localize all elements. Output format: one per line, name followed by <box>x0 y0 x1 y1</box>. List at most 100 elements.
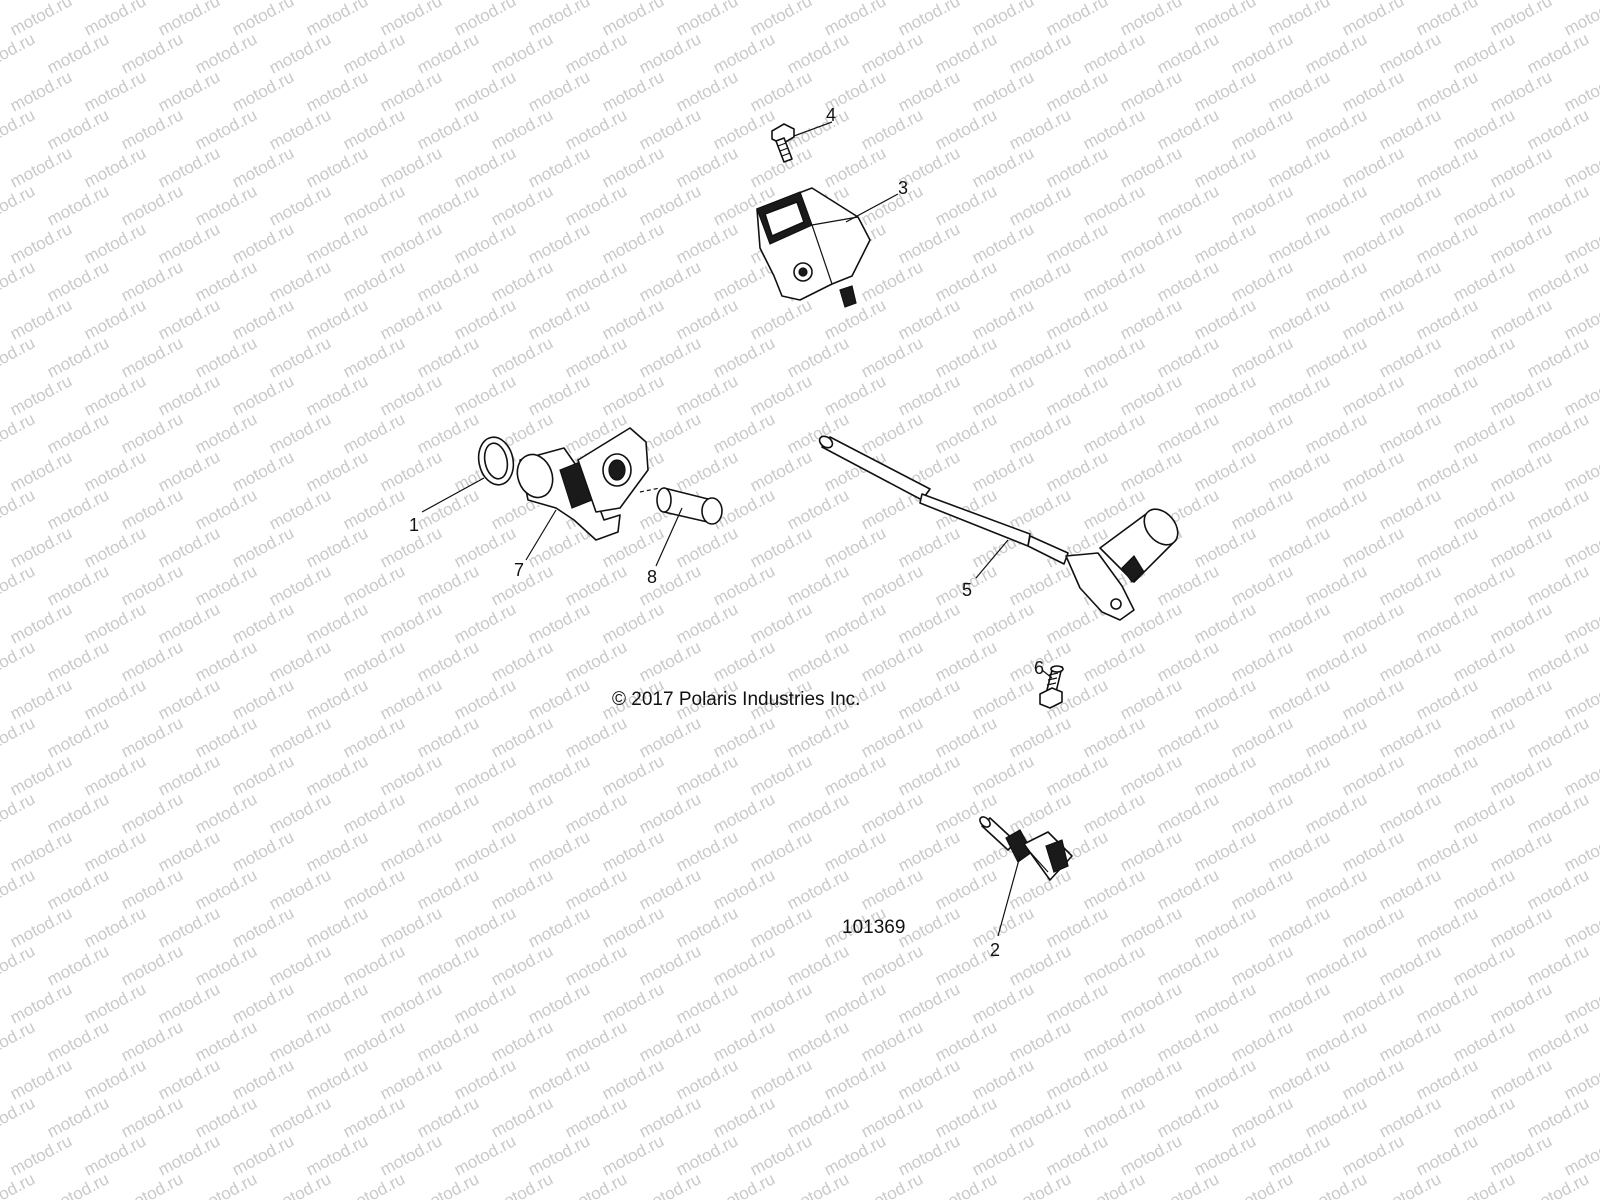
watermark-text: motod.ru <box>1191 599 1259 647</box>
watermark-text: motod.ru <box>1228 561 1296 609</box>
watermark-text: motod.ru <box>1043 219 1111 267</box>
watermark-text: motod.ru <box>1080 409 1148 457</box>
watermark-text: motod.ru <box>414 1017 482 1065</box>
watermark-text: motod.ru <box>1228 1093 1296 1141</box>
watermark-text: motod.ru <box>525 1055 593 1103</box>
watermark-text: motod.ru <box>710 941 778 989</box>
watermark-text: motod.ru <box>340 1093 408 1141</box>
watermark-text: motod.ru <box>266 789 334 837</box>
watermark-text: motod.ru <box>1006 941 1074 989</box>
watermark-text: motod.ru <box>488 865 556 913</box>
watermark-text: motod.ru <box>636 1169 704 1200</box>
watermark-text: motod.ru <box>1117 675 1185 723</box>
watermark-text: motod.ru <box>303 447 371 495</box>
watermark-text: motod.ru <box>266 713 334 761</box>
watermark-text: motod.ru <box>451 751 519 799</box>
watermark-text: motod.ru <box>0 1093 38 1141</box>
watermark-text: motod.ru <box>821 0 889 40</box>
watermark-text: motod.ru <box>1339 371 1407 419</box>
watermark-text: motod.ru <box>81 219 149 267</box>
watermark-text: motod.ru <box>229 979 297 1027</box>
watermark-text: motod.ru <box>488 257 556 305</box>
watermark-text: motod.ru <box>1043 447 1111 495</box>
watermark-text: motod.ru <box>0 333 38 381</box>
watermark-text: motod.ru <box>1450 789 1518 837</box>
watermark-text: motod.ru <box>340 485 408 533</box>
watermark-text: motod.ru <box>155 523 223 571</box>
watermark-text: motod.ru <box>1524 789 1592 837</box>
watermark-text: motod.ru <box>673 67 741 115</box>
watermark-text: motod.ru <box>414 409 482 457</box>
watermark-text: motod.ru <box>1006 181 1074 229</box>
part-4-bolt <box>771 123 795 163</box>
watermark-text: motod.ru <box>784 1017 852 1065</box>
watermark-text: motod.ru <box>118 789 186 837</box>
watermark-text: motod.ru <box>377 447 445 495</box>
watermark-text: motod.ru <box>1154 1169 1222 1200</box>
watermark-text: motod.ru <box>0 865 38 913</box>
watermark-text: motod.ru <box>0 257 38 305</box>
watermark-text: motod.ru <box>1265 1055 1333 1103</box>
watermark-text: motod.ru <box>1302 333 1370 381</box>
watermark-text: motod.ru <box>44 865 112 913</box>
watermark-text: motod.ru <box>488 1093 556 1141</box>
watermark-text: motod.ru <box>1524 941 1592 989</box>
watermark-text: motod.ru <box>710 1017 778 1065</box>
watermark-text: motod.ru <box>1228 485 1296 533</box>
watermark-text: motod.ru <box>969 295 1037 343</box>
watermark-text: motod.ru <box>932 713 1000 761</box>
part-6-bolt <box>1039 665 1064 709</box>
watermark-text: motod.ru <box>118 485 186 533</box>
watermark-text: motod.ru <box>0 447 1 495</box>
watermark-text: motod.ru <box>414 1093 482 1141</box>
watermark-text: motod.ru <box>747 751 815 799</box>
watermark-text: motod.ru <box>1043 1055 1111 1103</box>
watermark-text: motod.ru <box>451 979 519 1027</box>
watermark-text: motod.ru <box>1376 181 1444 229</box>
watermark-text: motod.ru <box>229 599 297 647</box>
watermark-text: motod.ru <box>7 219 75 267</box>
watermark-text: motod.ru <box>155 371 223 419</box>
watermark-text: motod.ru <box>1413 371 1481 419</box>
watermark-text: motod.ru <box>266 865 334 913</box>
watermark-text: motod.ru <box>1117 219 1185 267</box>
watermark-text: motod.ru <box>155 67 223 115</box>
watermark-text: motod.ru <box>1154 409 1222 457</box>
watermark-text: motod.ru <box>710 333 778 381</box>
part-5-speed-sensor <box>818 435 1179 621</box>
watermark-text: motod.ru <box>81 295 149 343</box>
leader-3 <box>845 193 899 223</box>
watermark-text: motod.ru <box>673 295 741 343</box>
watermark-text: motod.ru <box>1043 979 1111 1027</box>
watermark-text: motod.ru <box>118 865 186 913</box>
watermark-text: motod.ru <box>1191 371 1259 419</box>
watermark-text: motod.ru <box>1524 105 1592 153</box>
watermark-text: motod.ru <box>0 105 38 153</box>
watermark-text: motod.ru <box>1302 181 1370 229</box>
watermark-text: motod.ru <box>1154 1017 1222 1065</box>
watermark-text: motod.ru <box>0 637 38 685</box>
watermark-text: motod.ru <box>1339 599 1407 647</box>
watermark-text: motod.ru <box>1117 1055 1185 1103</box>
watermark-text: motod.ru <box>1413 67 1481 115</box>
watermark-text: motod.ru <box>488 181 556 229</box>
watermark-text: motod.ru <box>1080 1169 1148 1200</box>
watermark-text: motod.ru <box>414 713 482 761</box>
watermark-text: motod.ru <box>414 333 482 381</box>
watermark-text: motod.ru <box>1450 333 1518 381</box>
watermark-text: motod.ru <box>1265 979 1333 1027</box>
watermark-text: motod.ru <box>488 1017 556 1065</box>
watermark-text: motod.ru <box>377 295 445 343</box>
watermark-text: motod.ru <box>303 1131 371 1179</box>
watermark-text: motod.ru <box>562 333 630 381</box>
watermark-text: motod.ru <box>377 371 445 419</box>
watermark-text: motod.ru <box>1524 181 1592 229</box>
watermark-text: motod.ru <box>858 105 926 153</box>
watermark-text: motod.ru <box>1117 1131 1185 1179</box>
callout-3: 3 <box>898 178 908 198</box>
watermark-text: motod.ru <box>599 143 667 191</box>
watermark-text: motod.ru <box>1450 409 1518 457</box>
watermark-text: motod.ru <box>303 979 371 1027</box>
watermark-text: motod.ru <box>451 827 519 875</box>
